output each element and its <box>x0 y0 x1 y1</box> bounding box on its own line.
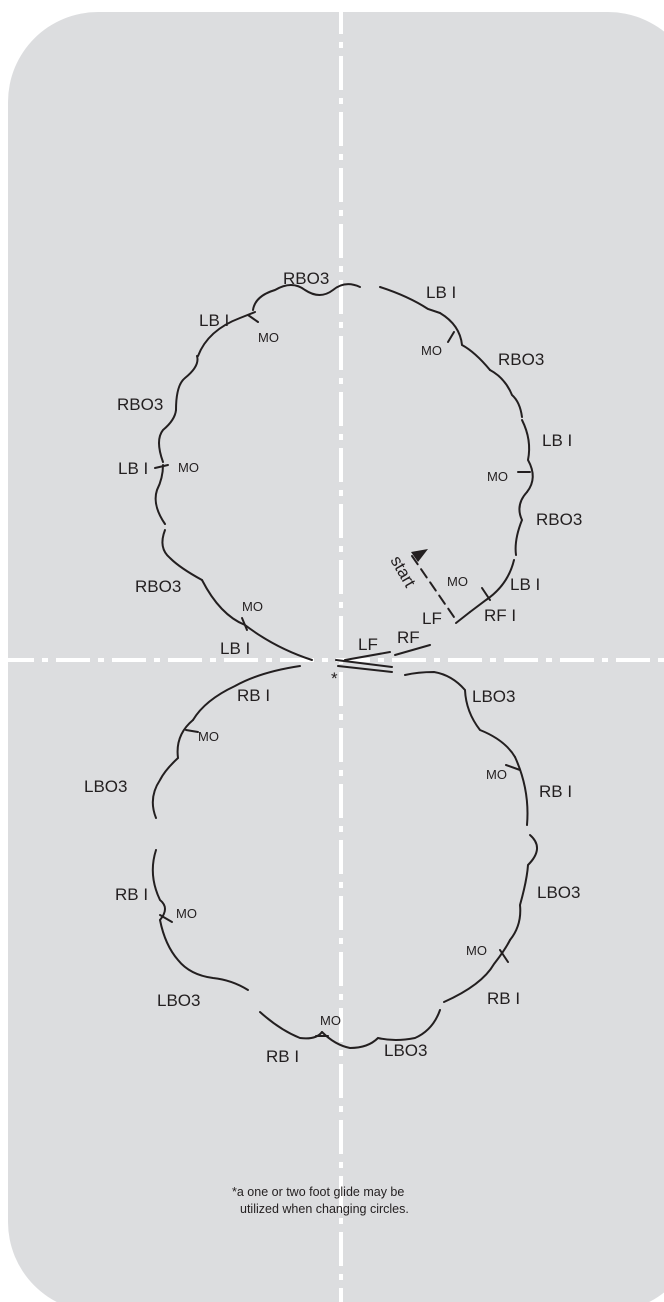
top-circle-tracing <box>154 283 534 661</box>
footnote-line-2: utilized when changing circles. <box>240 1202 409 1216</box>
bottom-edge-label: RB I <box>237 686 270 705</box>
top-edge-label: LB I <box>220 639 250 658</box>
entry-steps <box>335 549 457 673</box>
bottom-mohawk-label: MO <box>198 729 219 744</box>
top-edge-label: LB I <box>510 575 540 594</box>
top-edge-label: RBO3 <box>536 510 582 529</box>
entry-label: RF <box>397 628 420 647</box>
footnote-line-1: *a one or two foot glide may be <box>232 1185 404 1199</box>
bottom-edge-label: RB I <box>487 989 520 1008</box>
entry-label: RF I <box>484 606 516 625</box>
top-mohawk-label: MO <box>447 574 468 589</box>
entry-label: LF <box>422 609 442 628</box>
entry-label: LF <box>358 635 378 654</box>
bottom-edge-label: LBO3 <box>472 687 515 706</box>
top-mohawk-label: MO <box>421 343 442 358</box>
top-mohawk-label: MO <box>178 460 199 475</box>
change-marker: * <box>331 669 338 688</box>
rink-surface <box>8 12 664 1302</box>
bottom-edge-label: LBO3 <box>157 991 200 1010</box>
bottom-edge-label: LBO3 <box>84 777 127 796</box>
top-edge-label: RBO3 <box>498 350 544 369</box>
bottom-edge-label: RB I <box>266 1047 299 1066</box>
top-edge-label: LB I <box>199 311 229 330</box>
top-edge-label: RBO3 <box>117 395 163 414</box>
bottom-edge-label: LBO3 <box>384 1041 427 1060</box>
bottom-edge-label: RB I <box>539 782 572 801</box>
bottom-mohawk-label: MO <box>320 1013 341 1028</box>
bottom-circle-tracing <box>151 665 538 1050</box>
top-mohawk-label: MO <box>487 469 508 484</box>
top-edge-label: LB I <box>426 283 456 302</box>
bottom-edge-label: LBO3 <box>537 883 580 902</box>
top-edge-label: RBO3 <box>135 577 181 596</box>
start-arrow-icon <box>411 549 428 562</box>
top-edge-label: RBO3 <box>283 269 329 288</box>
bottom-mohawk-label: MO <box>466 943 487 958</box>
top-mohawk-label: MO <box>258 330 279 345</box>
bottom-edge-label: RB I <box>115 885 148 904</box>
top-mohawk-label: MO <box>242 599 263 614</box>
bottom-mohawk-label: MO <box>176 906 197 921</box>
top-edge-label: LB I <box>118 459 148 478</box>
top-edge-label: LB I <box>542 431 572 450</box>
bottom-mohawk-label: MO <box>486 767 507 782</box>
